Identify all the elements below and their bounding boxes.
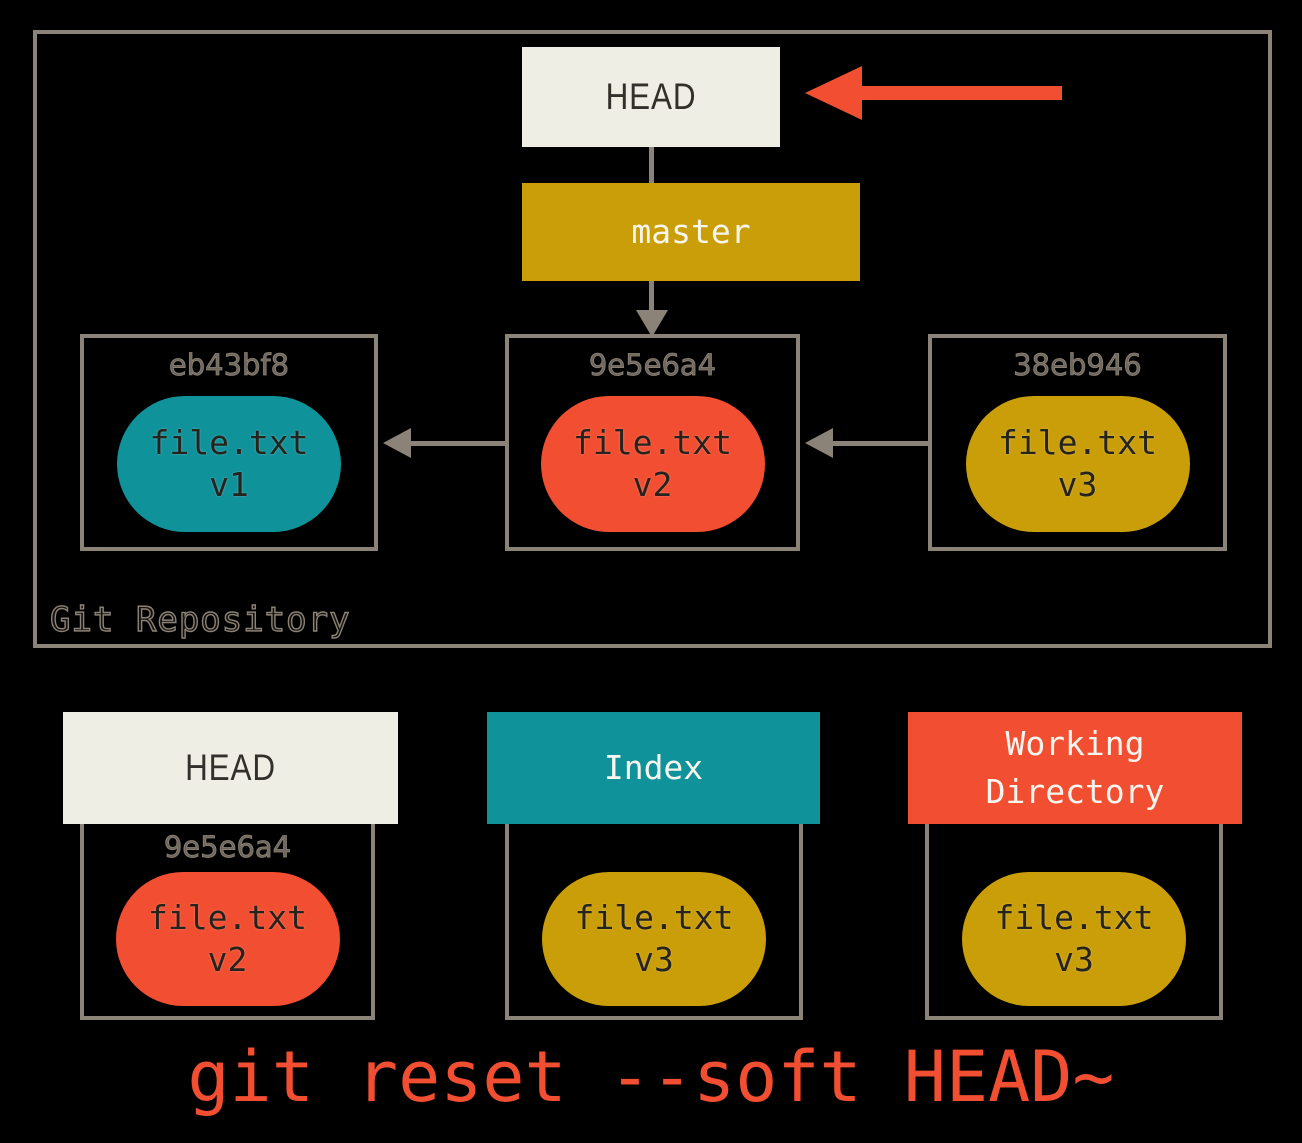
file-name: file.txt xyxy=(574,897,734,937)
file-snapshot-pill: file.txt v2 xyxy=(115,872,340,1006)
file-version: v3 xyxy=(634,940,674,979)
red-arrow-head-icon xyxy=(805,66,862,120)
file-version: v2 xyxy=(207,940,248,979)
master-branch-node: master xyxy=(522,183,860,281)
command-caption: git reset --soft HEAD~ xyxy=(187,1036,1115,1118)
file-name: file.txt xyxy=(148,897,307,937)
head-area-header: HEAD xyxy=(63,712,398,824)
head-area-box: 9e5e6a4 file.txt v2 xyxy=(80,818,375,1020)
file-name: file.txt xyxy=(998,422,1157,462)
git-repository-box xyxy=(33,30,1272,648)
file-version: v3 xyxy=(1057,465,1098,504)
index-area-box: file.txt v3 xyxy=(505,818,803,1020)
red-arrow-shaft xyxy=(858,86,1062,100)
file-snapshot-pill: file.txt v3 xyxy=(965,396,1190,532)
file-snapshot-pill: file.txt v1 xyxy=(117,396,341,532)
index-area-title: Index xyxy=(603,748,704,788)
commit-parent-line-2 xyxy=(831,441,928,446)
file-name: file.txt xyxy=(573,422,732,462)
commit-box-9e5e6a4: 9e5e6a4 file.txt v2 xyxy=(505,334,800,551)
left-arrowhead-icon xyxy=(805,428,833,458)
head-ref-label: HEAD xyxy=(605,76,697,117)
file-snapshot-pill: file.txt v3 xyxy=(542,872,766,1006)
commit-box-eb43bf8: eb43bf8 file.txt v1 xyxy=(80,334,378,551)
working-directory-area-title: Working Directory xyxy=(985,724,1165,811)
down-arrowhead-icon xyxy=(636,310,668,337)
index-area-header: Index xyxy=(487,712,820,824)
commit-box-38eb946: 38eb946 file.txt v3 xyxy=(928,334,1227,551)
left-arrowhead-icon xyxy=(383,428,411,458)
commit-hash: 38eb946 xyxy=(1013,348,1142,383)
file-name: file.txt xyxy=(149,422,309,462)
file-version: v2 xyxy=(632,465,673,504)
working-directory-area-header: Working Directory xyxy=(908,712,1242,824)
file-snapshot-pill: file.txt v2 xyxy=(540,396,765,532)
file-snapshot-pill: file.txt v3 xyxy=(962,872,1186,1006)
commit-parent-line-1 xyxy=(409,441,505,446)
head-area-hash: 9e5e6a4 xyxy=(163,830,292,865)
master-branch-label: master xyxy=(631,212,751,252)
head-to-master-line xyxy=(649,147,654,183)
file-name: file.txt xyxy=(994,897,1154,937)
commit-hash: eb43bf8 xyxy=(168,348,290,383)
file-version: v1 xyxy=(209,465,249,504)
git-repository-label: Git Repository xyxy=(49,599,351,640)
file-version: v3 xyxy=(1054,940,1094,979)
master-to-commit-line xyxy=(649,281,654,312)
head-ref-node: HEAD xyxy=(522,47,780,147)
head-area-title: HEAD xyxy=(185,747,276,788)
working-directory-area-box: file.txt v3 xyxy=(925,818,1223,1020)
commit-hash: 9e5e6a4 xyxy=(588,348,717,383)
